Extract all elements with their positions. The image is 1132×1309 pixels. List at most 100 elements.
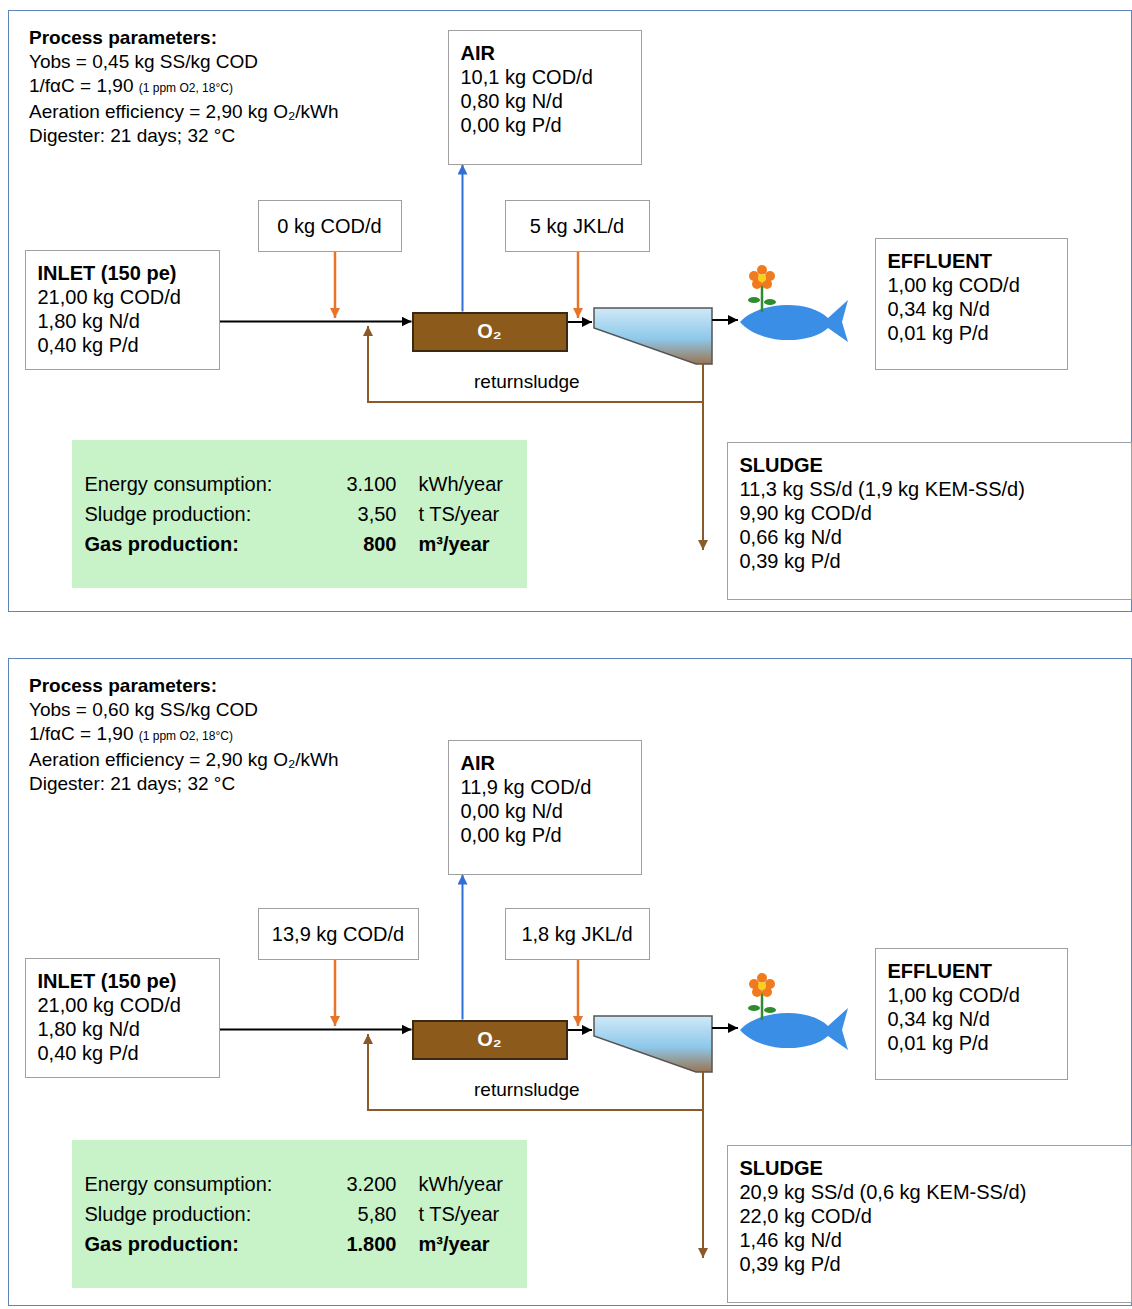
summary-text: t TS/year <box>397 501 515 527</box>
parameter-text: 1/fαC = 1,90 <box>29 723 133 744</box>
parameter-list: Process parameters:Yobs = 0,45 kg SS/kg … <box>29 26 339 148</box>
summary-text: Gas production: <box>85 531 325 557</box>
summary-text: 5,80 <box>325 1201 397 1227</box>
sludge-box: SLUDGE20,9 kg SS/d (0,6 kg KEM-SS/d)22,0… <box>727 1145 1132 1303</box>
parameter-list: Process parameters:Yobs = 0,60 kg SS/kg … <box>29 674 339 796</box>
box-text: 0,34 kg N/d <box>888 297 1055 321</box>
parameter-text: Aeration efficiency = 2,90 kg O₂/kWh <box>29 748 339 772</box>
parameter-note: (1 ppm O2, 18°C) <box>139 729 233 743</box>
box-text: 0,01 kg P/d <box>888 1031 1055 1055</box>
tank-label: O₂ <box>477 320 501 343</box>
dosing-box: 0 kg COD/d <box>258 200 402 252</box>
summary-text: Gas production: <box>85 1231 325 1257</box>
summary-text: 1.800 <box>325 1231 397 1257</box>
summary-box: Energy consumption:3.100kWh/yearSludge p… <box>72 440 527 588</box>
box-text: 13,9 kg COD/d <box>272 922 404 946</box>
summary-box: Energy consumption:3.200kWh/yearSludge p… <box>72 1140 527 1288</box>
box-heading: INLET (150 pe) <box>38 969 207 993</box>
aeration-tank: O₂ <box>412 1020 568 1060</box>
parameter-heading: Process parameters: <box>29 26 339 50</box>
box-text: 0,40 kg P/d <box>38 1041 207 1065</box>
box-text: 21,00 kg COD/d <box>38 285 207 309</box>
aeration-tank: O₂ <box>412 312 568 352</box>
box-text: 21,00 kg COD/d <box>38 993 207 1017</box>
flow-arrow <box>220 1029 412 1031</box>
box-heading: AIR <box>461 751 629 775</box>
parameter-text: Aeration efficiency = 2,90 kg O₂/kWh <box>29 100 339 124</box>
parameter-text: Yobs = 0,60 kg SS/kg COD <box>29 698 339 722</box>
box-text: 0,39 kg P/d <box>740 549 1119 573</box>
box-text: 10,1 kg COD/d <box>461 65 629 89</box>
box-text: 0,00 kg P/d <box>461 113 629 137</box>
summary-text: t TS/year <box>397 1201 515 1227</box>
box-text: 0 kg COD/d <box>277 214 381 238</box>
parameter-note: (1 ppm O2, 18°C) <box>139 81 233 95</box>
box-heading: EFFLUENT <box>888 249 1055 273</box>
box-text: 0,80 kg N/d <box>461 89 629 113</box>
summary-text: Sludge production: <box>85 501 325 527</box>
summary-text: 3.200 <box>325 1171 397 1197</box>
air-flow-arrow <box>462 875 464 1020</box>
parameter-text: Yobs = 0,45 kg SS/kg COD <box>29 50 339 74</box>
box-text: 0,39 kg P/d <box>740 1252 1119 1276</box>
panel-frame: Process parameters:Yobs = 0,60 kg SS/kg … <box>8 658 1132 1306</box>
box-text: 22,0 kg COD/d <box>740 1204 1119 1228</box>
box-heading: SLUDGE <box>740 1156 1119 1180</box>
box-heading: INLET (150 pe) <box>38 261 207 285</box>
dosing-box: 5 kg JKL/d <box>505 200 650 252</box>
effluent-box: EFFLUENT1,00 kg COD/d0,34 kg N/d0,01 kg … <box>875 948 1068 1080</box>
box-text: 1,8 kg JKL/d <box>521 922 632 946</box>
tank-label: O₂ <box>477 1028 501 1051</box>
box-text: 0,66 kg N/d <box>740 525 1119 549</box>
box-text: 9,90 kg COD/d <box>740 501 1119 525</box>
box-text: 0,34 kg N/d <box>888 1007 1055 1031</box>
box-text: 1,00 kg COD/d <box>888 983 1055 1007</box>
summary-text: m³/year <box>397 531 515 557</box>
box-text: 0,00 kg P/d <box>461 823 629 847</box>
box-text: 0,40 kg P/d <box>38 333 207 357</box>
flow-label: returnsludge <box>472 1079 582 1101</box>
parameter-heading: Process parameters: <box>29 674 339 698</box>
air-box: AIR10,1 kg COD/d0,80 kg N/d0,00 kg P/d <box>448 30 642 165</box>
flow-label: returnsludge <box>472 371 582 393</box>
box-text: 5 kg JKL/d <box>530 214 625 238</box>
inlet-box: INLET (150 pe)21,00 kg COD/d1,80 kg N/d0… <box>25 250 220 370</box>
air-flow-arrow <box>462 165 464 312</box>
air-box: AIR11,9 kg COD/d0,00 kg N/d0,00 kg P/d <box>448 740 642 875</box>
inlet-box: INLET (150 pe)21,00 kg COD/d1,80 kg N/d0… <box>25 958 220 1078</box>
summary-text: Energy consumption: <box>85 1171 325 1197</box>
box-text: 1,80 kg N/d <box>38 309 207 333</box>
summary-text: Energy consumption: <box>85 471 325 497</box>
box-text: 0,00 kg N/d <box>461 799 629 823</box>
parameter-text: Digester: 21 days; 32 °C <box>29 772 339 796</box>
summary-text: 3.100 <box>325 471 397 497</box>
box-heading: AIR <box>461 41 629 65</box>
box-text: 11,9 kg COD/d <box>461 775 629 799</box>
box-heading: EFFLUENT <box>888 959 1055 983</box>
panel-frame: Process parameters:Yobs = 0,45 kg SS/kg … <box>8 10 1132 612</box>
summary-text: kWh/year <box>397 471 515 497</box>
box-text: 0,01 kg P/d <box>888 321 1055 345</box>
dosing-box: 1,8 kg JKL/d <box>505 908 650 960</box>
summary-text: 3,50 <box>325 501 397 527</box>
box-text: 1,00 kg COD/d <box>888 273 1055 297</box>
box-text: 1,80 kg N/d <box>38 1017 207 1041</box>
summary-text: Sludge production: <box>85 1201 325 1227</box>
effluent-box: EFFLUENT1,00 kg COD/d0,34 kg N/d0,01 kg … <box>875 238 1068 370</box>
flow-arrow <box>220 321 412 323</box>
summary-text: m³/year <box>397 1231 515 1257</box>
dosing-box: 13,9 kg COD/d <box>258 908 419 960</box>
box-heading: SLUDGE <box>740 453 1119 477</box>
parameter-row: 1/fαC = 1,90 (1 ppm O2, 18°C) <box>29 74 339 100</box>
parameter-row: 1/fαC = 1,90 (1 ppm O2, 18°C) <box>29 722 339 748</box>
box-text: 11,3 kg SS/d (1,9 kg KEM-SS/d) <box>740 477 1119 501</box>
sludge-box: SLUDGE11,3 kg SS/d (1,9 kg KEM-SS/d)9,90… <box>727 442 1132 600</box>
box-text: 20,9 kg SS/d (0,6 kg KEM-SS/d) <box>740 1180 1119 1204</box>
parameter-text: Digester: 21 days; 32 °C <box>29 124 339 148</box>
summary-text: kWh/year <box>397 1171 515 1197</box>
parameter-text: 1/fαC = 1,90 <box>29 75 133 96</box>
summary-text: 800 <box>325 531 397 557</box>
box-text: 1,46 kg N/d <box>740 1228 1119 1252</box>
